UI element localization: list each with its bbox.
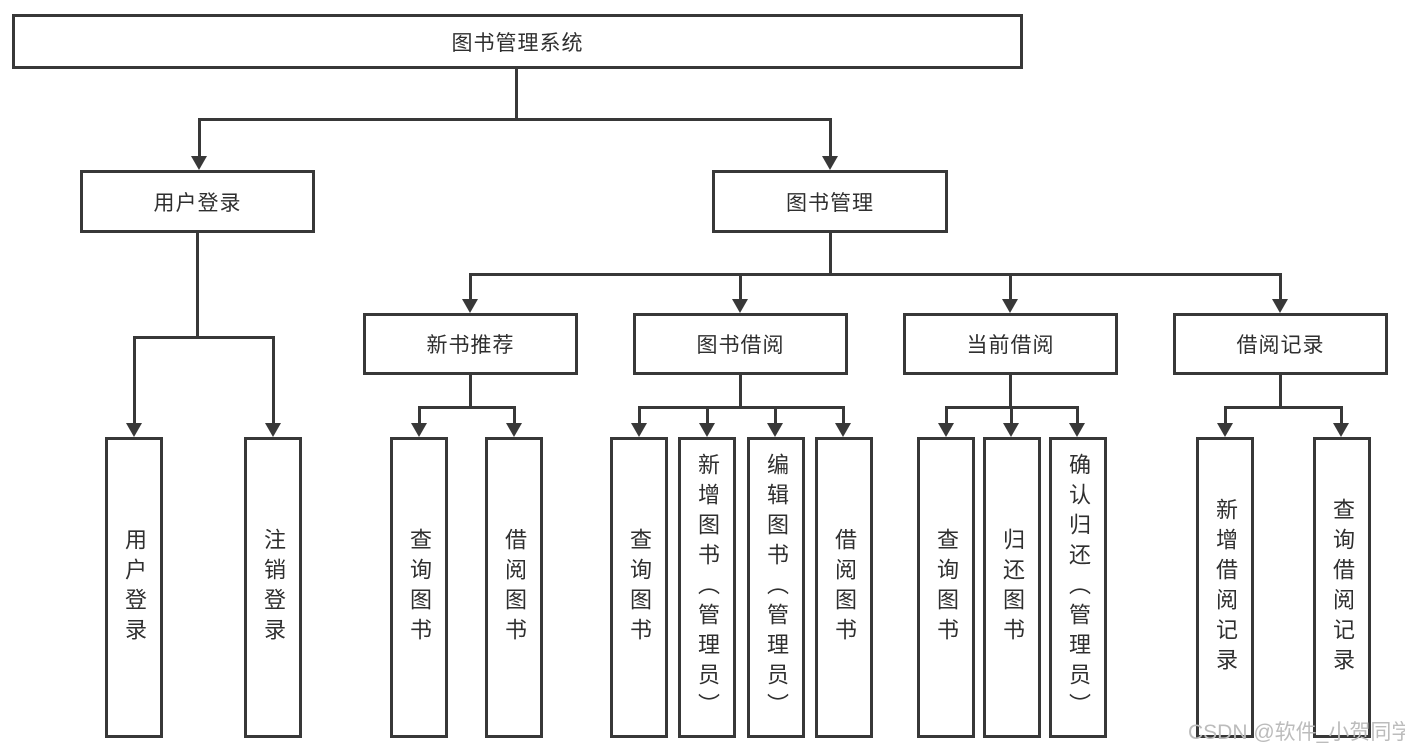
arrowhead-icon bbox=[822, 156, 838, 170]
arrowhead-icon bbox=[1003, 423, 1019, 437]
connector-drop-current bbox=[1009, 273, 1012, 300]
arrowhead-icon bbox=[631, 423, 647, 437]
arrowhead-icon bbox=[938, 423, 954, 437]
arrowhead-icon bbox=[767, 423, 783, 437]
node-current-borrow: 当前借阅 bbox=[903, 313, 1118, 375]
leaf-borrow-query-books: 查询图书 bbox=[610, 437, 668, 738]
connector-drop-records bbox=[1279, 273, 1282, 300]
leaf-records-add-record: 新增借阅记录 bbox=[1196, 437, 1254, 738]
arrowhead-icon bbox=[1272, 299, 1288, 313]
connector-records-stem bbox=[1279, 375, 1282, 406]
arrowhead-icon bbox=[191, 156, 207, 170]
connector-management-stem bbox=[829, 233, 832, 273]
node-borrow-records: 借阅记录 bbox=[1173, 313, 1388, 375]
node-current-borrow-label: 当前借阅 bbox=[966, 334, 1055, 357]
arrowhead-icon bbox=[699, 423, 715, 437]
leaf-borrow-borrow-books: 借阅图书 bbox=[815, 437, 873, 738]
leaf-borrow-add-books-admin: 新增图书（管理员） bbox=[678, 437, 736, 738]
node-root-label: 图书管理系统 bbox=[451, 31, 584, 55]
connector-login-span bbox=[133, 336, 275, 339]
arrowhead-icon bbox=[1333, 423, 1349, 437]
leaf-label: 借阅图书 bbox=[832, 527, 857, 648]
leaf-records-query-record: 查询借阅记录 bbox=[1313, 437, 1371, 738]
connector-current-stem bbox=[1009, 375, 1012, 406]
connector-drop-leaf bbox=[638, 406, 641, 425]
arrowhead-icon bbox=[835, 423, 851, 437]
leaf-label: 查询图书 bbox=[627, 527, 652, 648]
leaf-label: 查询图书 bbox=[934, 527, 959, 648]
connector-root-stem bbox=[515, 69, 518, 118]
connector-drop-leaf bbox=[1076, 406, 1079, 425]
node-borrow-records-label: 借阅记录 bbox=[1236, 334, 1325, 357]
leaf-user-login: 用户登录 bbox=[105, 437, 163, 738]
node-book-borrow-label: 图书借阅 bbox=[696, 334, 785, 357]
leaf-label: 确认归还（管理员） bbox=[1066, 452, 1091, 723]
leaf-user-login-label: 用户登录 bbox=[122, 527, 147, 648]
connector-drop-leaf bbox=[418, 406, 421, 425]
leaf-current-confirm-return-admin: 确认归还（管理员） bbox=[1049, 437, 1107, 738]
connector-drop-leaf bbox=[272, 336, 275, 424]
arrowhead-icon bbox=[265, 423, 281, 437]
leaf-label: 借阅图书 bbox=[502, 527, 527, 648]
arrowhead-icon bbox=[462, 299, 478, 313]
connector-drop-login bbox=[198, 118, 201, 157]
connector-management-span bbox=[469, 273, 1282, 276]
connector-root-span bbox=[198, 118, 832, 121]
arrowhead-icon bbox=[506, 423, 522, 437]
leaf-current-query-books: 查询图书 bbox=[917, 437, 975, 738]
node-book-borrow: 图书借阅 bbox=[633, 313, 848, 375]
connector-drop-leaf bbox=[1010, 406, 1013, 425]
leaf-label: 新增图书（管理员） bbox=[695, 452, 720, 723]
node-book-management: 图书管理 bbox=[712, 170, 948, 233]
node-user-login-label: 用户登录 bbox=[153, 191, 242, 215]
csdn-watermark: CSDN @软件_小贺同学 bbox=[1188, 721, 1405, 744]
connector-borrow-stem bbox=[739, 375, 742, 406]
connector-login-stem bbox=[196, 233, 199, 336]
connector-records-span bbox=[1224, 406, 1343, 409]
leaf-current-return-books: 归还图书 bbox=[983, 437, 1041, 738]
leaf-borrow-edit-books-admin: 编辑图书（管理员） bbox=[747, 437, 805, 738]
arrowhead-icon bbox=[1002, 299, 1018, 313]
leaf-logout: 注销登录 bbox=[244, 437, 302, 738]
connector-drop-leaf bbox=[133, 336, 136, 424]
leaf-recommend-borrow-books: 借阅图书 bbox=[485, 437, 543, 738]
connector-recommend-stem bbox=[469, 375, 472, 406]
connector-drop-recommend bbox=[469, 273, 472, 300]
connector-drop-leaf bbox=[1340, 406, 1343, 425]
leaf-logout-label: 注销登录 bbox=[261, 527, 286, 648]
node-root: 图书管理系统 bbox=[12, 14, 1023, 69]
arrowhead-icon bbox=[1217, 423, 1233, 437]
leaf-recommend-query-books: 查询图书 bbox=[390, 437, 448, 738]
connector-borrow-span bbox=[638, 406, 845, 409]
connector-drop-leaf bbox=[842, 406, 845, 425]
arrowhead-icon bbox=[732, 299, 748, 313]
connector-drop-borrow bbox=[739, 273, 742, 300]
leaf-label: 查询借阅记录 bbox=[1330, 497, 1355, 678]
node-user-login: 用户登录 bbox=[80, 170, 315, 233]
node-book-management-label: 图书管理 bbox=[786, 191, 874, 215]
connector-drop-leaf bbox=[706, 406, 709, 425]
connector-drop-leaf bbox=[774, 406, 777, 425]
leaf-label: 归还图书 bbox=[1000, 527, 1025, 648]
arrowhead-icon bbox=[411, 423, 427, 437]
leaf-label: 查询图书 bbox=[407, 527, 432, 648]
node-new-book-recommend: 新书推荐 bbox=[363, 313, 578, 375]
leaf-label: 编辑图书（管理员） bbox=[764, 452, 789, 723]
connector-drop-leaf bbox=[513, 406, 516, 425]
connector-drop-leaf bbox=[945, 406, 948, 425]
connector-drop-leaf bbox=[1224, 406, 1227, 425]
arrowhead-icon bbox=[126, 423, 142, 437]
connector-drop-management bbox=[829, 118, 832, 157]
arrowhead-icon bbox=[1069, 423, 1085, 437]
leaf-label: 新增借阅记录 bbox=[1213, 497, 1238, 678]
connector-recommend-span bbox=[418, 406, 516, 409]
node-new-book-recommend-label: 新书推荐 bbox=[426, 334, 515, 357]
